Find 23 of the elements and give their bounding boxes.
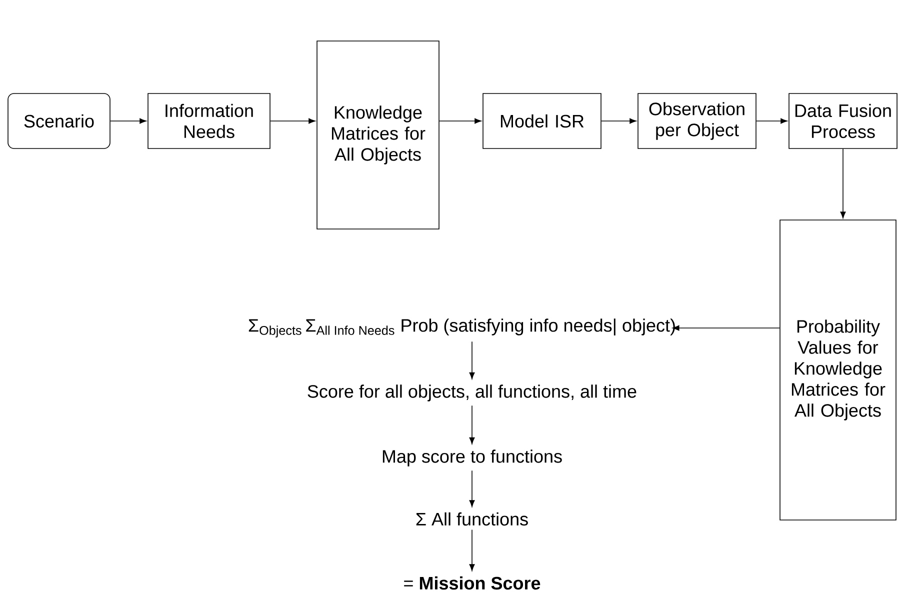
arrow: [469, 405, 475, 444]
arrow: [469, 470, 475, 507]
step-text: Σ All functions: [416, 512, 528, 526]
process-box: Observation per Object: [638, 93, 756, 149]
arrow: [110, 118, 146, 124]
arrow: [756, 118, 788, 124]
arrow: [270, 118, 316, 124]
arrow: [601, 118, 636, 124]
arrow: [469, 341, 475, 380]
step-text: = Mission Score: [404, 576, 540, 590]
step-text: Map score to functions: [382, 450, 562, 466]
process-box: Model ISR: [482, 93, 602, 149]
arrow: [469, 529, 475, 571]
step-text: Score for all objects, all functions, all time: [308, 384, 636, 402]
arrow: [439, 118, 482, 124]
sum-formula: $\text{Σ}_{\text{Objects}}\,\text{Σ}_{\text{All Info Needs}}\ \text{Prob (satisfying info needs| object)}$: [248, 318, 675, 338]
process-box: Data Fusion Process: [788, 93, 898, 149]
arrow: [840, 148, 846, 218]
process-box: Information Needs: [148, 93, 270, 149]
process-box: Probability Values for Knowledge Matrices for All Objects: [780, 220, 896, 520]
process-box: Knowledge Matrices for All Objects: [316, 40, 440, 230]
arrow: [672, 325, 780, 331]
start-box: Scenario: [8, 93, 110, 149]
